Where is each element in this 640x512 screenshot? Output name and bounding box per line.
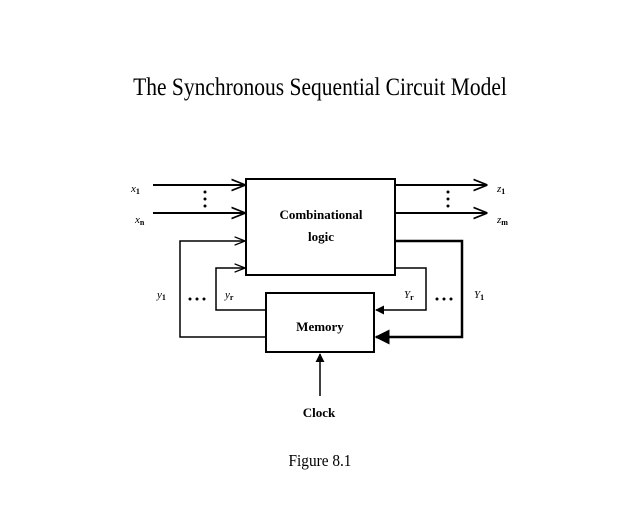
- figure-caption: Figure 8.1: [288, 451, 352, 470]
- combinational-label-line1: Combinational: [279, 207, 362, 222]
- input-label-x1: x1: [130, 183, 140, 196]
- memory-label: Memory: [296, 319, 344, 334]
- state-label-Yr: Yr: [404, 289, 414, 302]
- feedback-line-Y1: [374, 239, 464, 345]
- page-title: The Synchronous Sequential Circuit Model: [133, 74, 507, 101]
- memory-block: [265, 292, 375, 353]
- feedback-line-Yr: [375, 267, 427, 315]
- output-label-z1: z1: [496, 183, 505, 196]
- combinational-logic-block: [245, 178, 396, 276]
- state-label-Y1: Y1: [474, 289, 484, 302]
- feedback-line-yr: [215, 268, 266, 311]
- input-ellipsis: [203, 190, 207, 208]
- clock-label: Clock: [303, 405, 336, 420]
- input-label-xn: xn: [134, 214, 145, 227]
- feedback-line-y1: [179, 241, 266, 338]
- state-label-y1: y1: [156, 289, 166, 302]
- next-state-ellipsis: [435, 297, 453, 301]
- present-state-ellipsis: [188, 297, 206, 301]
- output-ellipsis: [446, 190, 450, 208]
- output-label-zm: zm: [496, 214, 508, 227]
- combinational-label-line2: logic: [308, 229, 334, 244]
- state-label-yr: yr: [224, 289, 234, 302]
